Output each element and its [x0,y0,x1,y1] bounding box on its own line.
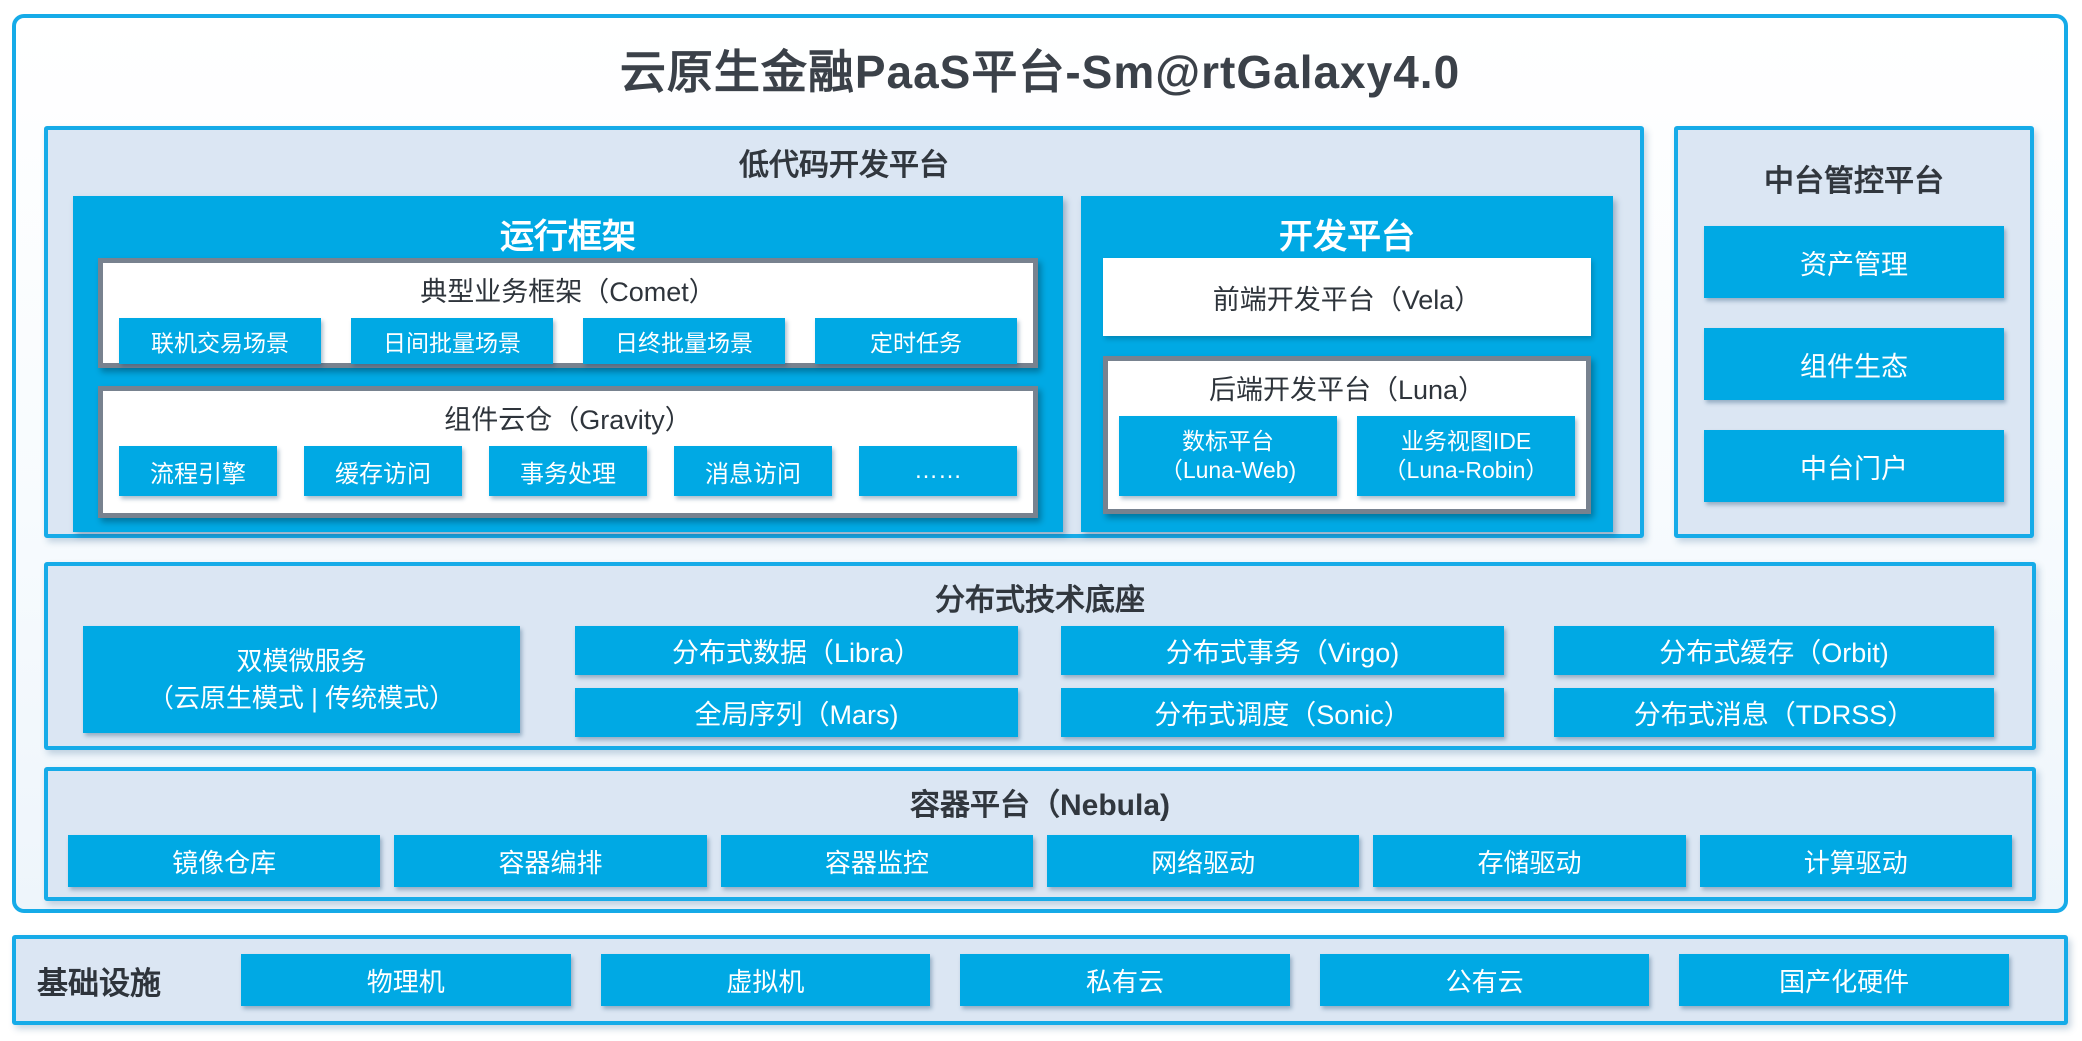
distributed-item-mars: 全局序列（Mars) [575,688,1018,737]
nebula-item: 容器监控 [720,835,1033,887]
distributed-item-orbit: 分布式缓存（Orbit) [1554,626,1994,675]
dual-mode-line2: （云原生模式 | 传统模式） [147,682,456,713]
infrastructure-item: 物理机 [241,954,571,1006]
midplatform-item: 组件生态 [1704,328,2004,400]
midplatform-item: 资产管理 [1704,226,2004,298]
comet-item: 日间批量场景 [351,318,553,364]
distributed-item-libra: 分布式数据（Libra） [575,626,1018,675]
section-lowcode-header: 低代码开发平台 [739,149,949,182]
infrastructure-item: 虚拟机 [600,954,931,1006]
gravity-item: 缓存访问 [304,446,462,496]
nebula-header: 容器平台（Nebula) [909,789,1170,822]
nebula-item: 镜像仓库 [68,835,381,887]
gravity-item-ellipsis: …… [859,446,1017,496]
page-title: 云原生金融PaaS平台-Sm@rtGalaxy4.0 [619,46,1461,98]
luna-robin-line2: （Luna-Robin） [1383,457,1549,483]
gravity-warehouse-box: 组件云仓（Gravity） 流程引擎 缓存访问 事务处理 消息访问 …… [98,386,1038,518]
comet-item: 定时任务 [815,318,1017,364]
nebula-item: 存储驱动 [1373,835,1686,887]
infrastructure-item: 公有云 [1319,954,1650,1006]
section-midplatform-control: 中台管控平台 资产管理 组件生态 中台门户 [1674,126,2034,538]
dev-platform-header: 开发平台 [1279,218,1415,256]
luna-web-line1: 数标平台 [1182,428,1274,455]
dual-mode-microservice-box: 双模微服务 （云原生模式 | 传统模式） [83,626,520,733]
gravity-item: 流程引擎 [119,446,277,496]
section-lowcode-platform: 低代码开发平台 运行框架 典型业务框架（Comet） 联机交易场景 日间批量场景… [44,126,1644,538]
luna-web-line2: （Luna-Web) [1159,457,1297,483]
distributed-header: 分布式技术底座 [935,584,1145,617]
section-container-platform: 容器平台（Nebula) 镜像仓库 容器编排 容器监控 网络驱动 存储驱动 计算… [44,767,2036,901]
distributed-item-tdrss: 分布式消息（TDRSS） [1554,688,1994,737]
infrastructure-item: 国产化硬件 [1679,954,2009,1006]
comet-item: 日终批量场景 [583,318,785,364]
distributed-item-sonic: 分布式调度（Sonic） [1061,688,1504,737]
infrastructure-item: 私有云 [960,954,1290,1006]
platform-container: 云原生金融PaaS平台-Sm@rtGalaxy4.0 低代码开发平台 运行框架 … [12,14,2068,913]
section-distributed-base: 分布式技术底座 双模微服务 （云原生模式 | 传统模式） 分布式数据（Libra… [44,562,2036,750]
dual-mode-line1: 双模微服务 [236,646,367,677]
infrastructure-label: 基础设施 [37,965,161,1001]
comet-title: 典型业务框架（Comet） [420,277,716,307]
nebula-item: 网络驱动 [1046,835,1360,887]
nebula-items-row: 镜像仓库 容器编排 容器监控 网络驱动 存储驱动 计算驱动 [68,835,2012,887]
dev-platform-box: 开发平台 前端开发平台（Vela） 后端开发平台（Luna） 数标平台 （Lun… [1081,196,1613,532]
infrastructure-items-row: 物理机 虚拟机 私有云 公有云 国产化硬件 [241,954,2009,1006]
luna-robin-line1: 业务视图IDE [1400,428,1532,455]
nebula-item: 计算驱动 [1699,835,2012,887]
section-infrastructure: 基础设施 物理机 虚拟机 私有云 公有云 国产化硬件 [12,935,2068,1025]
midplatform-header: 中台管控平台 [1764,165,1944,198]
luna-robin-item: 业务视图IDE （Luna-Robin） [1357,416,1575,496]
luna-title: 后端开发平台（Luna） [1208,375,1486,405]
luna-web-item: 数标平台 （Luna-Web) [1119,416,1337,496]
comet-item: 联机交易场景 [119,318,321,364]
comet-items-row: 联机交易场景 日间批量场景 日终批量场景 定时任务 [103,318,1033,364]
luna-items-row: 数标平台 （Luna-Web) 业务视图IDE （Luna-Robin） [1108,416,1586,496]
runtime-framework-box: 运行框架 典型业务框架（Comet） 联机交易场景 日间批量场景 日终批量场景 … [73,196,1063,532]
runtime-framework-header: 运行框架 [500,218,636,256]
distributed-item-virgo: 分布式事务（Virgo) [1061,626,1504,675]
nebula-item: 容器编排 [394,835,707,887]
midplatform-items: 资产管理 组件生态 中台门户 [1678,226,2030,502]
midplatform-item: 中台门户 [1704,430,2004,502]
luna-backend-box: 后端开发平台（Luna） 数标平台 （Luna-Web) 业务视图IDE （Lu… [1103,356,1591,514]
gravity-title: 组件云仓（Gravity） [444,405,692,435]
comet-framework-box: 典型业务框架（Comet） 联机交易场景 日间批量场景 日终批量场景 定时任务 [98,258,1038,368]
gravity-item: 事务处理 [489,446,647,496]
gravity-items-row: 流程引擎 缓存访问 事务处理 消息访问 …… [103,446,1033,496]
vela-frontend-box: 前端开发平台（Vela） [1103,258,1591,336]
gravity-item: 消息访问 [674,446,832,496]
